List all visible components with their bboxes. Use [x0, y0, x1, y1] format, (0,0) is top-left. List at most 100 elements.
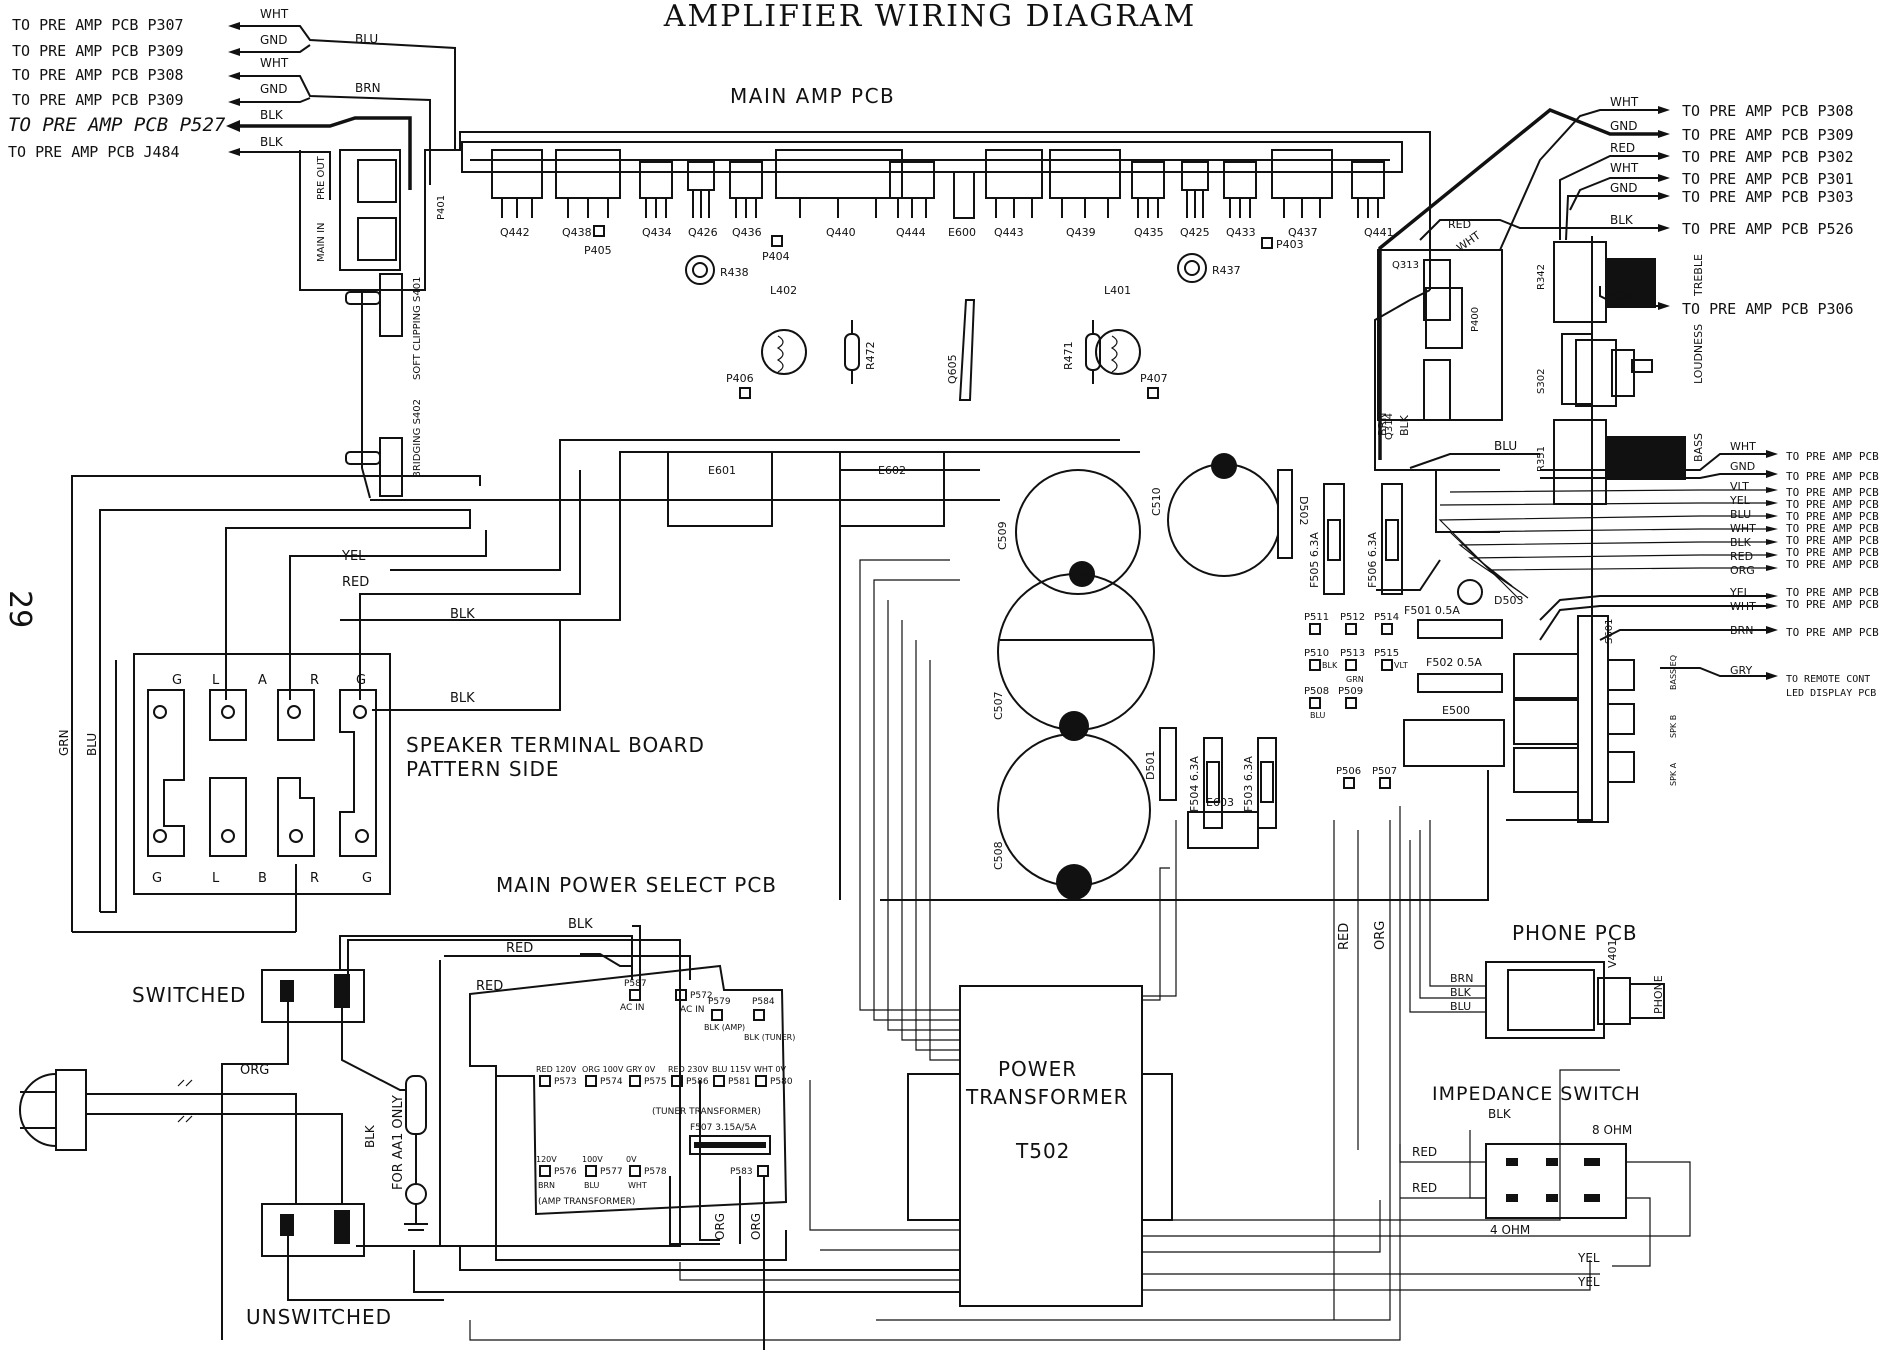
p405-label: P405 [584, 244, 612, 257]
wire-color-label: GRN [57, 729, 71, 756]
wire-color-label: BLK [450, 607, 475, 622]
p407-label: P407 [1140, 372, 1168, 385]
wire-color-label: RED [506, 941, 533, 956]
svg-text:G: G [356, 673, 366, 688]
left-connector-label: TO PRE AMP PCB P527 [8, 114, 226, 136]
svg-text:Q444: Q444 [896, 226, 926, 239]
svg-text:P400: P400 [1470, 307, 1481, 332]
p401-label: P401 [436, 195, 447, 220]
svg-text:BLU: BLU [1730, 508, 1751, 521]
svg-text:Q443: Q443 [994, 226, 1024, 239]
svg-text:P515: P515 [1374, 648, 1399, 659]
svg-text:P575: P575 [644, 1077, 667, 1087]
transformer-label: T502 [1015, 1139, 1070, 1163]
wire-color-label: GND [1610, 119, 1638, 133]
transformer-label: TRANSFORMER [965, 1085, 1129, 1109]
svg-text:120V: 120V [536, 1155, 557, 1164]
transistor: Q443 [985, 149, 1043, 239]
remote-label: LED DISPLAY PCB [1786, 688, 1876, 699]
svg-text:P586: P586 [686, 1077, 709, 1087]
transformer-label: POWER [998, 1057, 1077, 1081]
svg-text:YEL: YEL [1729, 586, 1751, 599]
svg-text:P584: P584 [752, 997, 775, 1007]
transistor: Q433 [1223, 161, 1257, 239]
svg-text:WHT 0V: WHT 0V [754, 1065, 786, 1074]
left-connector-label: TO PRE AMP PCB P309 [12, 91, 184, 109]
wire-color-label: BLK [1610, 213, 1634, 227]
left-connector-label: TO PRE AMP PCB P309 [12, 42, 184, 60]
right-connector-list: TO PRE AMP PCB P308 TO PRE AMP PCB P309 … [1610, 95, 1854, 318]
svg-text:ORG: ORG [1373, 921, 1388, 950]
c510-label: C510 [1150, 487, 1163, 516]
svg-text:R342: R342 [1536, 264, 1547, 290]
transistor: Q442 [491, 149, 543, 239]
transistor: Q434 [639, 161, 673, 239]
phone-pcb: V401 PHONE BRN BLK BLU RED ORG [1333, 820, 1665, 1320]
svg-text:P579: P579 [708, 997, 731, 1007]
wire-color-label: WHT [260, 7, 289, 21]
svg-text:E600: E600 [948, 226, 976, 239]
svg-text:P581: P581 [728, 1077, 751, 1087]
transistor: Q425 [1180, 161, 1210, 239]
svg-text:P506: P506 [1336, 766, 1361, 777]
svg-text:TREBLE: TREBLE [1692, 254, 1705, 297]
speaker-terminal-board: G L A R G G L B R G [133, 653, 391, 895]
left-connector-label: TO PRE AMP PCB P307 [12, 16, 184, 34]
svg-text:0V: 0V [626, 1155, 637, 1164]
fuse-label: F502 0.5A [1426, 656, 1482, 669]
speaker-board-label: SPEAKER TERMINAL BOARD [406, 733, 705, 757]
l402-label: L402 [770, 284, 797, 297]
svg-text:G: G [172, 673, 182, 688]
wire-color-label: ORG [240, 1063, 269, 1078]
svg-text:RED: RED [1337, 923, 1352, 950]
svg-text:P587: P587 [624, 979, 647, 989]
svg-text:(TUNER TRANSFORMER): (TUNER TRANSFORMER) [652, 1107, 761, 1117]
impedance-switch-label: IMPEDANCE SWITCH [1432, 1083, 1641, 1105]
wire-color-label: GND [260, 33, 288, 47]
svg-text:P572: P572 [690, 991, 713, 1001]
svg-text:GRN: GRN [1346, 675, 1364, 684]
svg-text:BASS EQ: BASS EQ [1669, 655, 1678, 690]
wire-color-label: BRN [1376, 413, 1389, 436]
svg-text:Q425: Q425 [1180, 226, 1210, 239]
fuses: F505 6.3A F506 6.3A F504 6.3A F503 6.3A … [1188, 483, 1503, 829]
power-switch-area: SWITCHED UNSWITCHED ORG BLK FOR AA1 ONLY [19, 939, 681, 1340]
svg-text:P513: P513 [1340, 648, 1365, 659]
svg-text:RED: RED [1730, 550, 1753, 563]
d501-label: D501 [1144, 751, 1157, 780]
wire-color-label: GND [1610, 181, 1638, 195]
transistor: Q444 [889, 161, 935, 239]
right-lower-connector-label: TO PRE AMP PCB [1786, 498, 1879, 511]
right-lower-connector-label: TO PRE AMP PCB [1786, 598, 1879, 611]
pin-block: P511 P512 P514 P510 BLK P513 GRN P515 VL… [1304, 612, 1408, 789]
svg-text:Q434: Q434 [642, 226, 672, 239]
svg-text:BLK: BLK [1488, 1107, 1512, 1121]
wire-color-label: BLK [363, 1124, 377, 1148]
svg-text:Q440: Q440 [826, 226, 856, 239]
left-connector-wires [226, 22, 456, 200]
svg-text:SPK A: SPK A [1669, 762, 1678, 786]
page-number: 29 [2, 590, 37, 628]
transistor: Q440 [775, 149, 903, 239]
transistor: Q435 [1131, 161, 1165, 239]
wire-color-label: RED [1448, 218, 1471, 231]
svg-text:LOUDNESS: LOUDNESS [1692, 324, 1705, 384]
svg-text:BRN: BRN [1450, 972, 1473, 985]
svg-text:GRY: GRY [1730, 664, 1752, 677]
d503-label: D503 [1494, 594, 1523, 607]
wire-color-label: WHT [1610, 161, 1639, 175]
fuse-label: F504 6.3A [1188, 756, 1201, 812]
svg-text:YEL: YEL [1577, 1251, 1600, 1265]
svg-text:V401: V401 [1606, 939, 1619, 968]
svg-text:GRY 0V: GRY 0V [626, 1065, 656, 1074]
wire-color-label: RED [342, 575, 369, 590]
r472-label: R472 [864, 341, 877, 370]
svg-text:BLU: BLU [1450, 1000, 1471, 1013]
wire-color-label: BLU [1494, 439, 1517, 453]
wire-color-label: GRY [1610, 289, 1635, 303]
p403-label: P403 [1276, 238, 1304, 251]
svg-text:ORG 100V: ORG 100V [582, 1065, 624, 1074]
svg-text:P512: P512 [1340, 612, 1365, 623]
wire-color-label: BLK [260, 108, 284, 122]
wire-color-label: BLU [85, 733, 99, 756]
